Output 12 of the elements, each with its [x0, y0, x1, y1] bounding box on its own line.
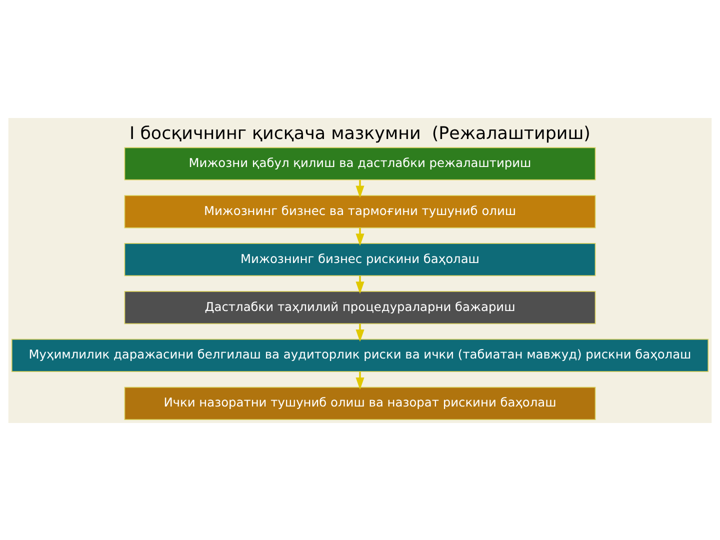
diagram-title: I босқичнинг қисқача мазкумни (Режалаштириш) [130, 123, 590, 144]
arrow [356, 180, 364, 198]
node-box: Мижозни қабул қилиш ва дастлабки режалаштириш [124, 146, 596, 180]
arrow [356, 275, 364, 294]
node-box: Мижознинг бизнес рискини баҳолаш [124, 242, 596, 276]
arrow [356, 371, 364, 390]
arrow [356, 323, 364, 342]
node-box: Ички назоратни тушуниб олиш ва назорат рискини баҳолаш [124, 386, 596, 420]
node-box: Муҳимлилик даражасини белгилаш ва аудиторлик риски ва ички (табиатан мавжуд) рискни баҳолаш [11, 338, 709, 372]
arrow [356, 227, 364, 246]
node-box: Дастлабки таҳлилий процедураларни бажариш [124, 290, 596, 324]
node-box: Мижознинг бизнес ва тармоғини тушуниб олиш [124, 194, 596, 228]
